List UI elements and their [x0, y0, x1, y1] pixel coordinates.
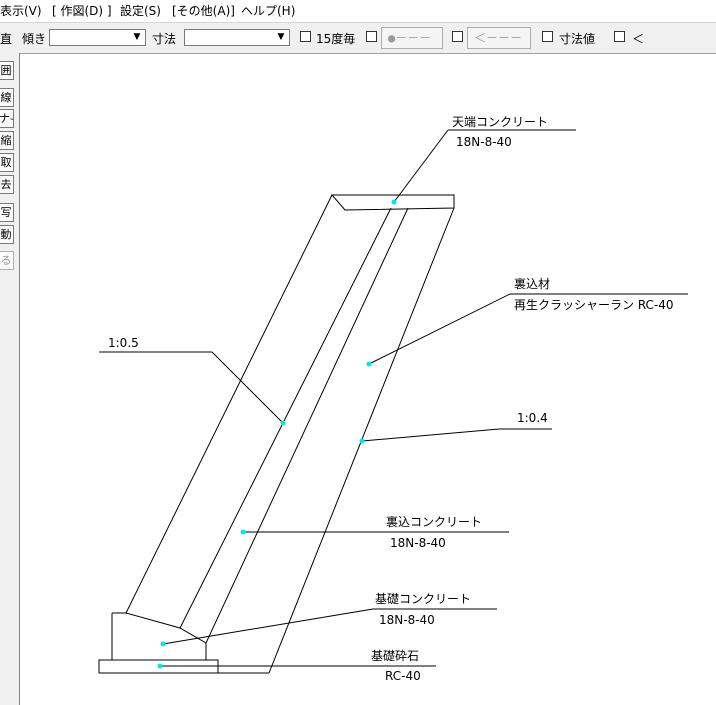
drawing-canvas[interactable]: 天端コンクリート 18N-8-40 裏込材 再生クラッシャーラン RC-40 1…: [20, 53, 716, 705]
dot-top-concrete: [391, 199, 397, 205]
menu-bar: 表示(V) [ 作図(D) ] 設定(S) [その他(A)] ヘルプ(H): [0, 0, 716, 19]
chevron-down-icon[interactable]: ▼: [277, 32, 285, 42]
inner-slope-line-1: [179, 207, 392, 629]
menu-draw[interactable]: [ 作図(D) ]: [52, 4, 112, 18]
base-concrete: [111, 612, 207, 661]
label-slope-back: 1:0.4: [517, 411, 548, 425]
leader-top-concrete: [393, 129, 449, 203]
last-label: ＜: [632, 32, 645, 46]
label-base-concrete: 基礎コンクリート: [375, 592, 472, 606]
label-top-concrete: 天端コンクリート: [452, 115, 549, 129]
front-face-line: [125, 194, 333, 614]
label-backfill-spec: 再生クラッシャーラン RC-40: [514, 298, 674, 312]
label-back-concrete-spec: 18N-8-40: [390, 536, 446, 550]
toolbar: 直 傾き ▼ 寸法 ▼ 15度毎 ●－－－ ＜－－－ 寸法値 ＜: [0, 22, 716, 54]
toolbar-cut-label: 直: [0, 32, 13, 46]
every15-checkbox[interactable]: [300, 31, 311, 42]
left-tool-strip: 囲 線 ナ- 縮 取 去 写 動 る: [0, 53, 20, 705]
dot-base-gravel: [157, 663, 163, 669]
dot-base-concrete: [160, 641, 166, 647]
label-backfill: 裏込材: [514, 277, 551, 291]
tool-remove-button[interactable]: 去: [0, 175, 14, 194]
label-slope-front: 1:0.5: [108, 336, 139, 350]
dimvalue-checkbox[interactable]: [542, 31, 553, 42]
tool-move-button[interactable]: 動: [0, 225, 14, 244]
label-base-gravel: 基礎砕石: [371, 649, 420, 663]
tilt-label: 傾き: [22, 32, 47, 46]
tool-scale-button[interactable]: 縮: [0, 131, 14, 150]
arrow-mode-checkbox[interactable]: [452, 31, 463, 42]
leader-dots: [157, 199, 397, 669]
inner-slope-line-2: [205, 207, 409, 644]
menu-view[interactable]: 表示(V): [0, 4, 42, 18]
dimension-select[interactable]: ▼: [184, 29, 290, 46]
dot-back-concrete: [240, 529, 246, 535]
leader-slope-back: [361, 428, 500, 442]
chevron-down-icon[interactable]: ▼: [133, 32, 141, 42]
tool-line-button[interactable]: 線: [0, 88, 14, 107]
menu-help[interactable]: ヘルプ(H): [241, 4, 296, 18]
dimvalue-label: 寸法値: [559, 32, 596, 46]
dot-line-button[interactable]: ●－－－: [381, 27, 443, 49]
tool-return-button[interactable]: る: [0, 251, 14, 270]
leader-lines: [99, 129, 688, 667]
label-top-concrete-spec: 18N-8-40: [456, 135, 512, 149]
tool-enclose-button[interactable]: 囲: [0, 61, 14, 80]
label-base-concrete-spec: 18N-8-40: [379, 613, 435, 627]
dot-slope-front: [280, 420, 286, 426]
every15-label: 15度毎: [316, 32, 356, 46]
menu-settings[interactable]: 設定(S): [120, 4, 161, 18]
tilt-select[interactable]: ▼: [49, 29, 146, 46]
leader-backfill: [368, 293, 511, 365]
dimension-label: 寸法: [152, 32, 177, 46]
dot-slope-back: [359, 438, 365, 444]
leader-base-concrete: [162, 608, 374, 645]
dot-backfill: [366, 361, 372, 367]
label-back-concrete: 裏込コンクリート: [386, 515, 483, 529]
tool-corner-button[interactable]: ナ-: [0, 109, 14, 128]
last-checkbox[interactable]: [614, 31, 625, 42]
tool-copy-button[interactable]: 写: [0, 203, 14, 222]
arrow-line-button[interactable]: ＜－－－: [467, 27, 531, 49]
leader-slope-front: [211, 351, 284, 424]
tool-take-button[interactable]: 取: [0, 153, 14, 172]
menu-other[interactable]: [その他(A)]: [172, 4, 235, 18]
dot-mode-checkbox[interactable]: [366, 31, 377, 42]
drawing-svg: [98, 129, 688, 674]
label-base-gravel-spec: RC-40: [385, 669, 421, 683]
